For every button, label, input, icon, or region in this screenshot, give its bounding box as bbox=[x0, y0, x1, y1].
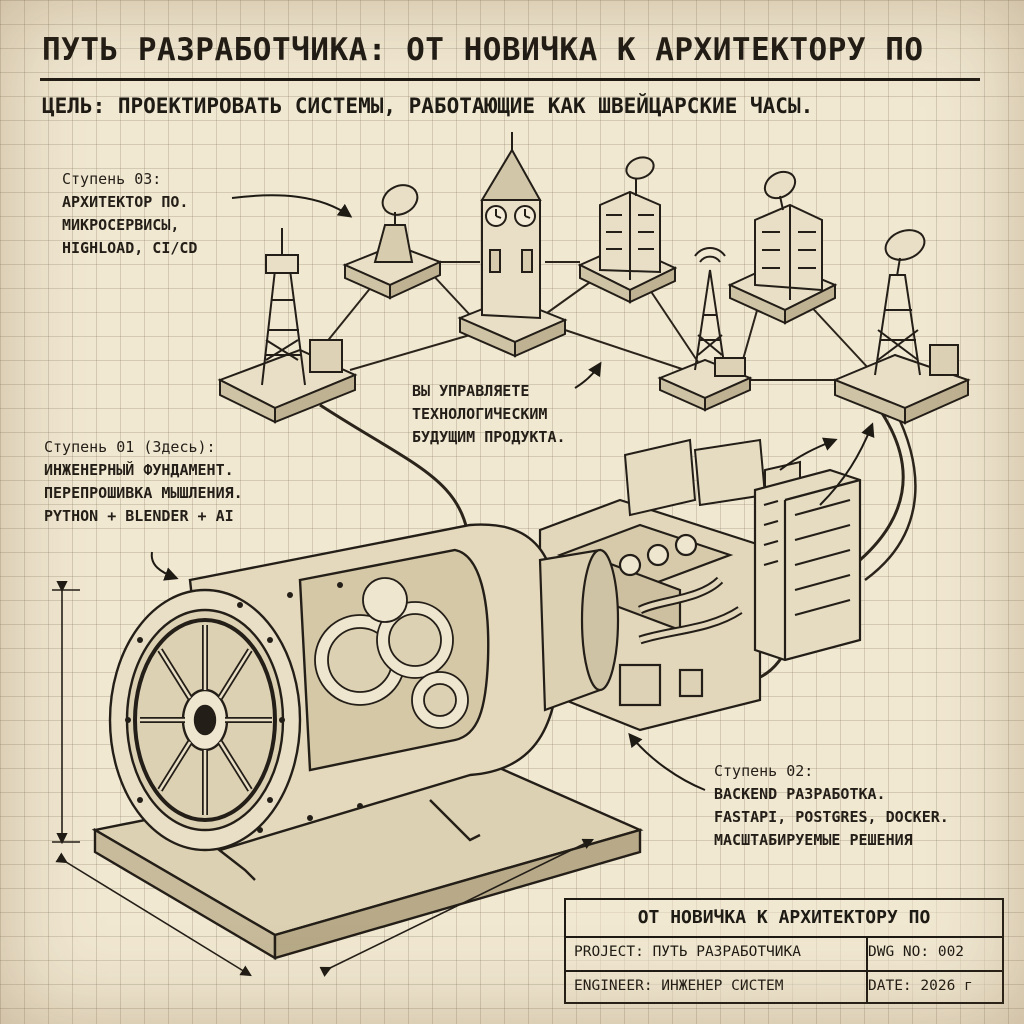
dimension-lines bbox=[52, 581, 595, 977]
title-block-project: PROJECT: ПУТЬ РАЗРАБОТЧИКА bbox=[566, 936, 868, 970]
motor-shaft-coupling bbox=[538, 548, 620, 712]
flywheel bbox=[133, 618, 277, 822]
stage-3-label: Ступень 03: АРХИТЕКТОР ПО. МИКРОСЕРВИСЫ,… bbox=[62, 168, 197, 260]
stage-3-heading: Ступень 03: bbox=[62, 170, 162, 188]
title-underline bbox=[40, 78, 980, 81]
control-note: ВЫ УПРАВЛЯЕТЕ ТЕХНОЛОГИЧЕСКИМ БУДУЩИМ ПР… bbox=[412, 380, 566, 449]
gear-train bbox=[314, 577, 469, 729]
clock-tower-node bbox=[457, 132, 568, 358]
stage-1-line: ИНЖЕНЕРНЫЙ ФУНДАМЕНТ. bbox=[44, 461, 234, 479]
lattice-tower-left bbox=[217, 228, 358, 424]
title-block-engineer: ENGINEER: ИНЖЕНЕР СИСТЕМ bbox=[566, 970, 868, 1002]
title-block-dwg-no: DWG NO: 002 bbox=[868, 944, 965, 960]
control-note-line: ТЕХНОЛОГИЧЕСКИМ bbox=[412, 405, 548, 423]
page-subtitle: ЦЕЛЬ: ПРОЕКТИРОВАТЬ СИСТЕМЫ, РАБОТАЮЩИЕ … bbox=[42, 94, 814, 118]
stage-2-line: МАСШТАБИРУЕМЫЕ РЕШЕНИЯ bbox=[714, 831, 913, 849]
page-title: ПУТЬ РАЗРАБОТЧИКА: ОТ НОВИЧКА К АРХИТЕКТ… bbox=[42, 32, 924, 68]
title-block-title: ОТ НОВИЧКА К АРХИТЕКТОРУ ПО bbox=[566, 900, 1002, 938]
stage-2-line: FASTAPI, POSTGRES, DOCKER. bbox=[714, 808, 949, 826]
stage-2-label: Ступень 02: BACKEND РАЗРАБОТКА. FASTAPI,… bbox=[714, 760, 949, 852]
stage-1-label: Ступень 01 (Здесь): ИНЖЕНЕРНЫЙ ФУНДАМЕНТ… bbox=[44, 436, 243, 528]
stage-2-heading: Ступень 02: bbox=[714, 762, 814, 780]
drawing-title-block: ОТ НОВИЧКА К АРХИТЕКТОРУ ПО PROJECT: ПУТ… bbox=[564, 898, 1004, 1004]
title-block-row-engineer: ENGINEER: ИНЖЕНЕР СИСТЕМ DATE: 2026 г bbox=[566, 970, 1002, 1002]
stage-1-line: ПЕРЕПРОШИВКА МЫШЛЕНИЯ. bbox=[44, 484, 243, 502]
stage-3-line: HIGHLOAD, CI/CD bbox=[62, 239, 198, 257]
stage-3-line: АРХИТЕКТОР ПО. bbox=[62, 193, 189, 211]
callout-arrows bbox=[150, 194, 875, 791]
title-block-date: DATE: 2026 г bbox=[868, 978, 973, 994]
control-note-line: ВЫ УПРАВЛЯЕТЕ bbox=[412, 382, 530, 400]
satellite-dish-node bbox=[342, 184, 443, 300]
stage-3-line: МИКРОСЕРВИСЫ, bbox=[62, 216, 180, 234]
stage-1-heading: Ступень 01 (Здесь): bbox=[44, 438, 216, 456]
radio-tower-node bbox=[657, 247, 753, 412]
stage-1-line: PYTHON + BLENDER + AI bbox=[44, 507, 234, 525]
office-building-node bbox=[577, 156, 678, 304]
server-building-node bbox=[727, 170, 838, 325]
stage-2-line: BACKEND РАЗРАБОТКА. bbox=[714, 785, 886, 803]
rivets bbox=[125, 582, 363, 833]
control-note-line: БУДУЩИМ ПРОДУКТА. bbox=[412, 428, 566, 446]
server-rack bbox=[753, 468, 862, 662]
title-block-row-project: PROJECT: ПУТЬ РАЗРАБОТЧИКА DWG NO: 002 bbox=[566, 936, 1002, 972]
lattice-tower-right bbox=[832, 229, 971, 425]
